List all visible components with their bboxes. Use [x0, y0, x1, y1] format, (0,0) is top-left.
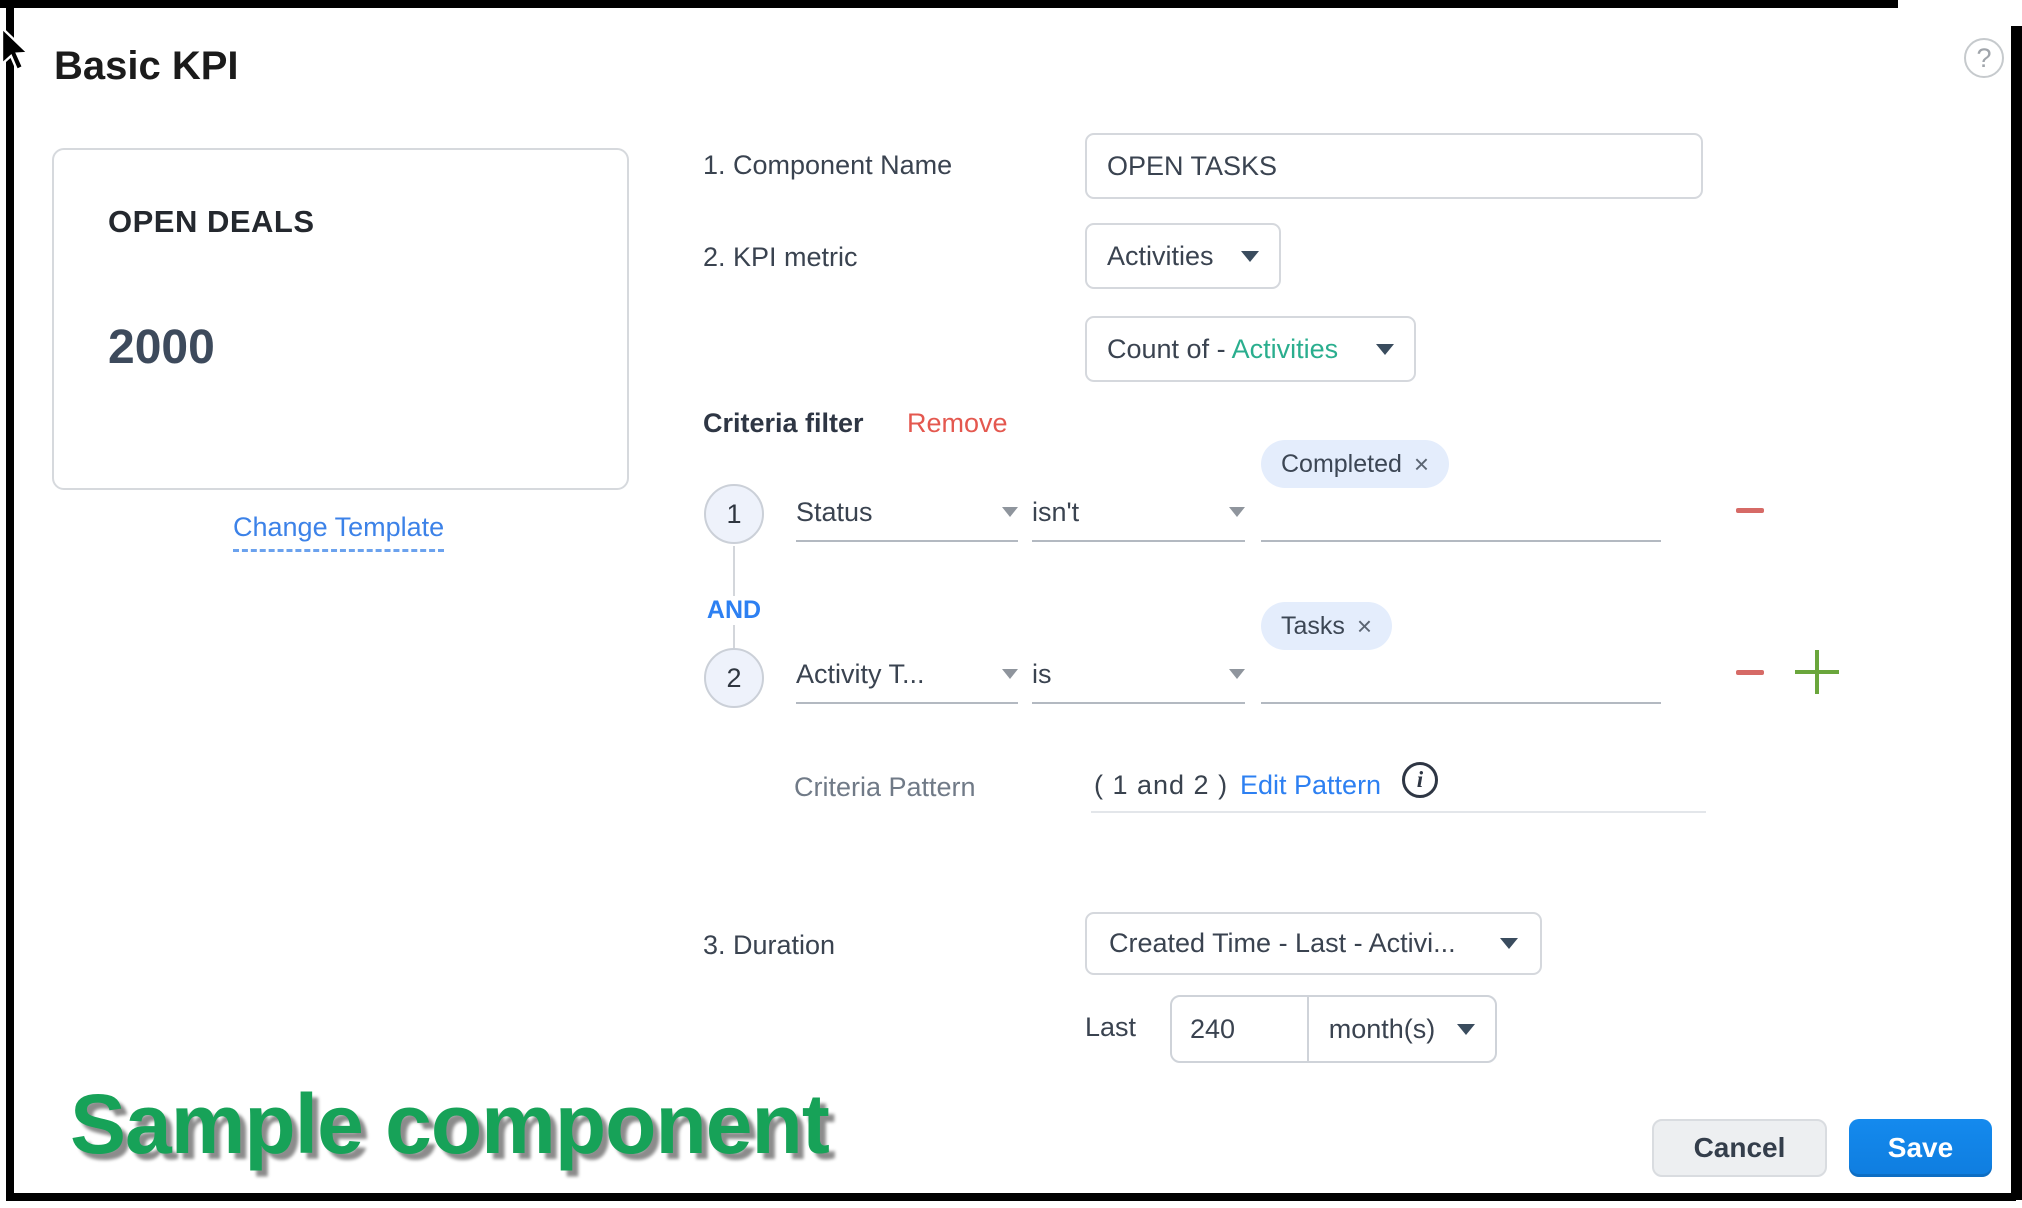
duration-last-input[interactable]: 240 [1172, 997, 1309, 1061]
criteria-pattern-field [1091, 768, 1706, 813]
criteria-operator-select[interactable]: is [1032, 646, 1245, 704]
edit-pattern-link[interactable]: Edit Pattern [1240, 770, 1382, 800]
kpi-aggregate-select[interactable]: Count of - Activities [1085, 316, 1416, 382]
duration-select[interactable]: Created Time - Last - Activi... [1085, 912, 1542, 975]
remove-row-icon[interactable] [1736, 508, 1764, 513]
duration-last-label: Last [1085, 1012, 1137, 1042]
criteria-value-field[interactable] [1261, 646, 1661, 704]
duration-last-combo: 240 month(s) [1170, 995, 1497, 1063]
save-button[interactable]: Save [1849, 1119, 1992, 1177]
criteria-value-field[interactable] [1261, 484, 1661, 542]
criteria-field-select[interactable]: Status [796, 484, 1018, 542]
criteria-field-select[interactable]: Activity T... [796, 646, 1018, 704]
remove-row-icon[interactable] [1736, 670, 1764, 675]
add-row-icon[interactable] [1795, 650, 1839, 694]
chevron-down-icon [1500, 938, 1518, 949]
chevron-down-icon [1229, 507, 1245, 517]
close-icon[interactable]: × [1356, 610, 1373, 641]
component-name-input[interactable]: OPEN TASKS [1085, 133, 1703, 199]
criteria-conjunction: AND [703, 596, 765, 625]
info-icon[interactable]: i [1402, 762, 1438, 798]
close-icon[interactable]: × [1413, 448, 1430, 479]
window-border-right [2011, 26, 2022, 1200]
duration-label: 3. Duration [703, 930, 836, 960]
window-border-bottom [6, 1193, 2016, 1201]
duration-unit-select[interactable]: month(s) [1309, 997, 1495, 1061]
kpi-module-select[interactable]: Activities [1085, 223, 1281, 289]
criteria-pattern-label: Criteria Pattern [794, 772, 976, 802]
chevron-down-icon [1229, 669, 1245, 679]
criteria-row-number: 2 [704, 648, 764, 708]
criteria-row-number: 1 [704, 484, 764, 544]
chevron-down-icon [1376, 343, 1394, 355]
window-border-top [0, 0, 1898, 8]
criteria-value-chip: Tasks × [1261, 602, 1393, 650]
mouse-cursor-icon [0, 26, 31, 72]
window-border-left [6, 0, 14, 1200]
change-template-link[interactable]: Change Template [233, 512, 445, 552]
duration-value: Created Time - Last - Activi... [1109, 928, 1456, 958]
kpi-module-value: Activities [1107, 240, 1214, 271]
kpi-preview-card: OPEN DEALS 2000 [52, 148, 629, 490]
chevron-down-icon [1002, 669, 1018, 679]
kpi-aggregate-value: Count of - Activities [1107, 333, 1339, 364]
component-name-value: OPEN TASKS [1107, 150, 1278, 181]
remove-criteria-link[interactable]: Remove [907, 408, 1008, 438]
criteria-operator-select[interactable]: isn't [1032, 484, 1245, 542]
chevron-down-icon [1457, 1023, 1476, 1035]
component-name-label: 1. Component Name [703, 150, 953, 180]
preview-card-value: 2000 [108, 321, 215, 374]
page-title: Basic KPI [54, 44, 239, 88]
help-icon[interactable]: ? [1964, 38, 2004, 78]
criteria-filter-label: Criteria filter [703, 408, 864, 438]
kpi-metric-label: 2. KPI metric [703, 242, 858, 272]
chevron-down-icon [1002, 507, 1018, 517]
preview-card-title: OPEN DEALS [108, 204, 315, 239]
criteria-pattern-value: ( 1 and 2 ) [1094, 770, 1229, 800]
criteria-value-chip: Completed × [1261, 440, 1450, 488]
sample-watermark: Sample component [70, 1077, 830, 1171]
chevron-down-icon [1241, 250, 1259, 262]
cancel-button[interactable]: Cancel [1652, 1119, 1827, 1177]
